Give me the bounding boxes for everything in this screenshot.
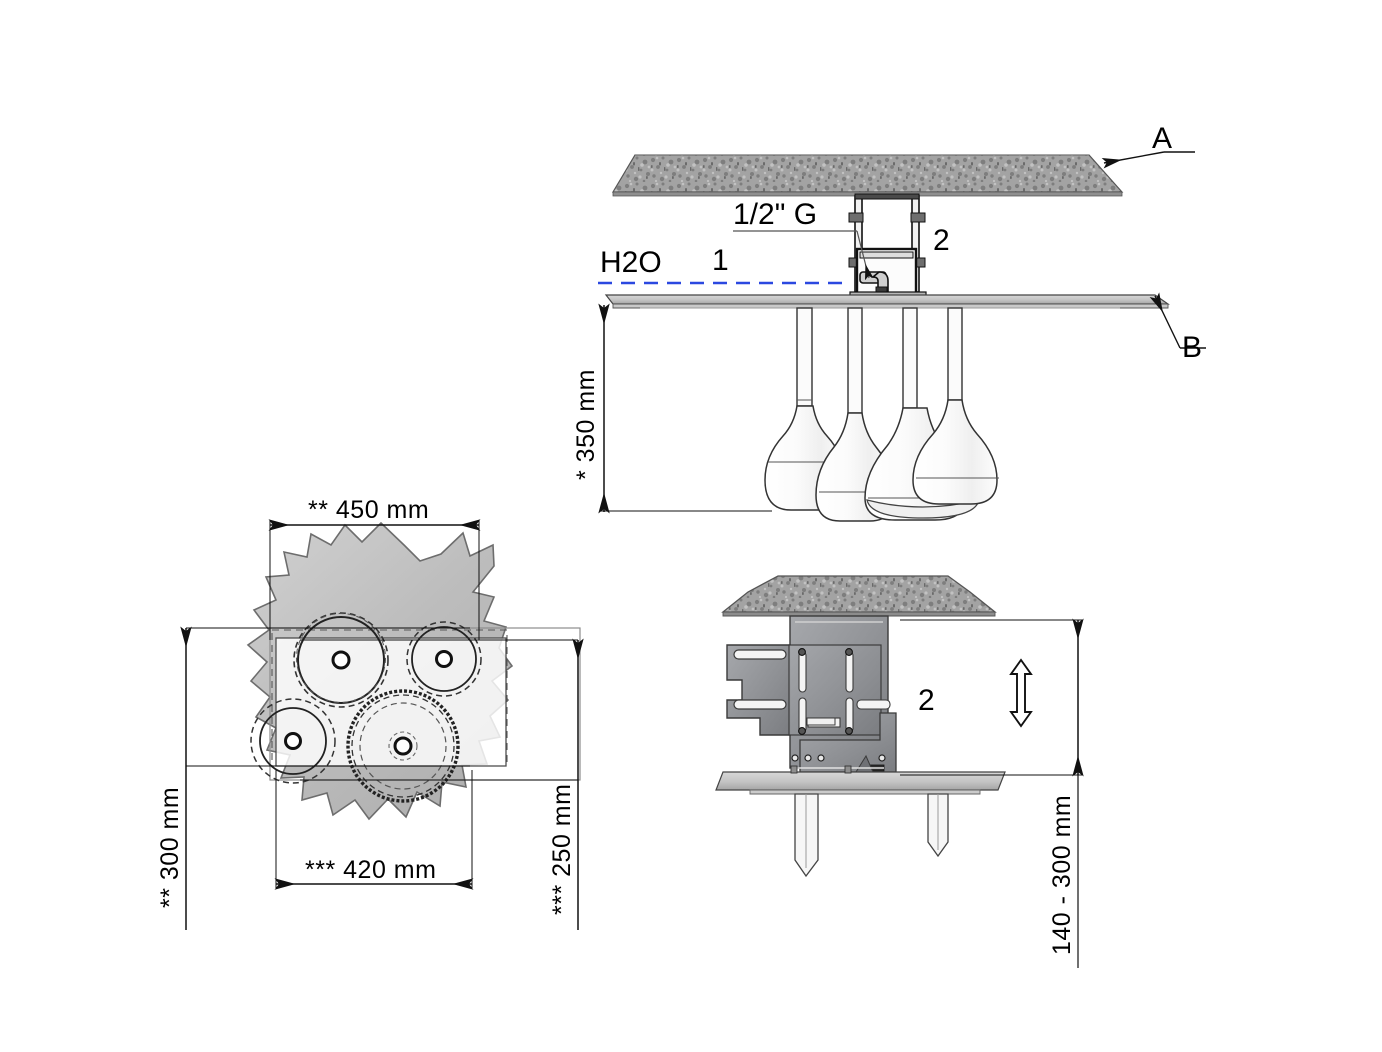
- bracket-slot-upper: [733, 649, 787, 660]
- vertical-slot-left-upper: [798, 651, 807, 693]
- inner-reference-rect: [271, 629, 508, 767]
- rack-panel-b: [604, 294, 1170, 309]
- vertical-slot-right-upper: [845, 651, 854, 693]
- callout-thread-size: 1/2" G: [733, 198, 874, 281]
- item-2-label-elevation: 2: [933, 224, 950, 257]
- dimension-420mm-label: *** 420 mm: [305, 856, 436, 884]
- dimension-140-300mm-label: 140 - 300 mm: [1048, 795, 1076, 955]
- dimension-300mm: ** 300 mm: [156, 626, 470, 930]
- section-view-group: 2 140 - 300 mm: [715, 575, 1084, 968]
- item-2-label-section: 2: [918, 684, 935, 717]
- item-1-label: 1: [712, 244, 729, 277]
- callout-a: A: [1101, 122, 1195, 169]
- burner-hole-top-left: [293, 612, 389, 708]
- callout-b: B: [1149, 292, 1206, 364]
- vertical-slot-right-lower: [845, 697, 854, 733]
- burner-hole-bottom-left: [250, 698, 336, 784]
- dimension-350mm-label: * 350 mm: [572, 369, 600, 480]
- up-down-arrow-icon: [1009, 658, 1033, 728]
- water-level-annotation: H2O 1: [598, 244, 848, 285]
- hanging-glassware-group: [764, 307, 999, 522]
- dimension-420mm: *** 420 mm: [274, 770, 474, 890]
- dimension-140-300mm: 140 - 300 mm: [900, 618, 1084, 968]
- dimension-450mm-label: ** 450 mm: [308, 496, 429, 524]
- thread-size-label: 1/2" G: [733, 198, 817, 231]
- tag-a-label: A: [1152, 122, 1172, 155]
- plan-view-group: ** 450 mm *** 420 mm ** 300 mm *** 250 m…: [156, 496, 584, 930]
- dimension-250mm: *** 250 mm: [300, 638, 584, 930]
- granite-cap-section: [721, 575, 997, 617]
- bracket-slot-lower: [733, 699, 787, 710]
- shelf-panel-section: [715, 765, 1006, 795]
- dimension-350mm: * 350 mm: [572, 303, 772, 514]
- cutout-rect: [275, 637, 507, 767]
- glass-4: [912, 307, 999, 505]
- tag-b-label: B: [1182, 331, 1202, 364]
- burner-hole-top-right: [406, 621, 482, 697]
- dimension-250mm-label: *** 250 mm: [548, 784, 576, 915]
- h2o-label: H2O: [600, 246, 662, 279]
- center-adjust-plate: [788, 644, 891, 736]
- dimension-450mm: ** 450 mm: [268, 496, 481, 640]
- burner-hole-bottom-center: [346, 689, 460, 803]
- hanging-pins: [794, 793, 949, 878]
- dimension-300mm-label: ** 300 mm: [156, 787, 184, 908]
- granite-slab-a: [611, 154, 1124, 197]
- elevation-view-group: A: [572, 122, 1206, 522]
- vertical-slot-left-lower: [798, 697, 807, 733]
